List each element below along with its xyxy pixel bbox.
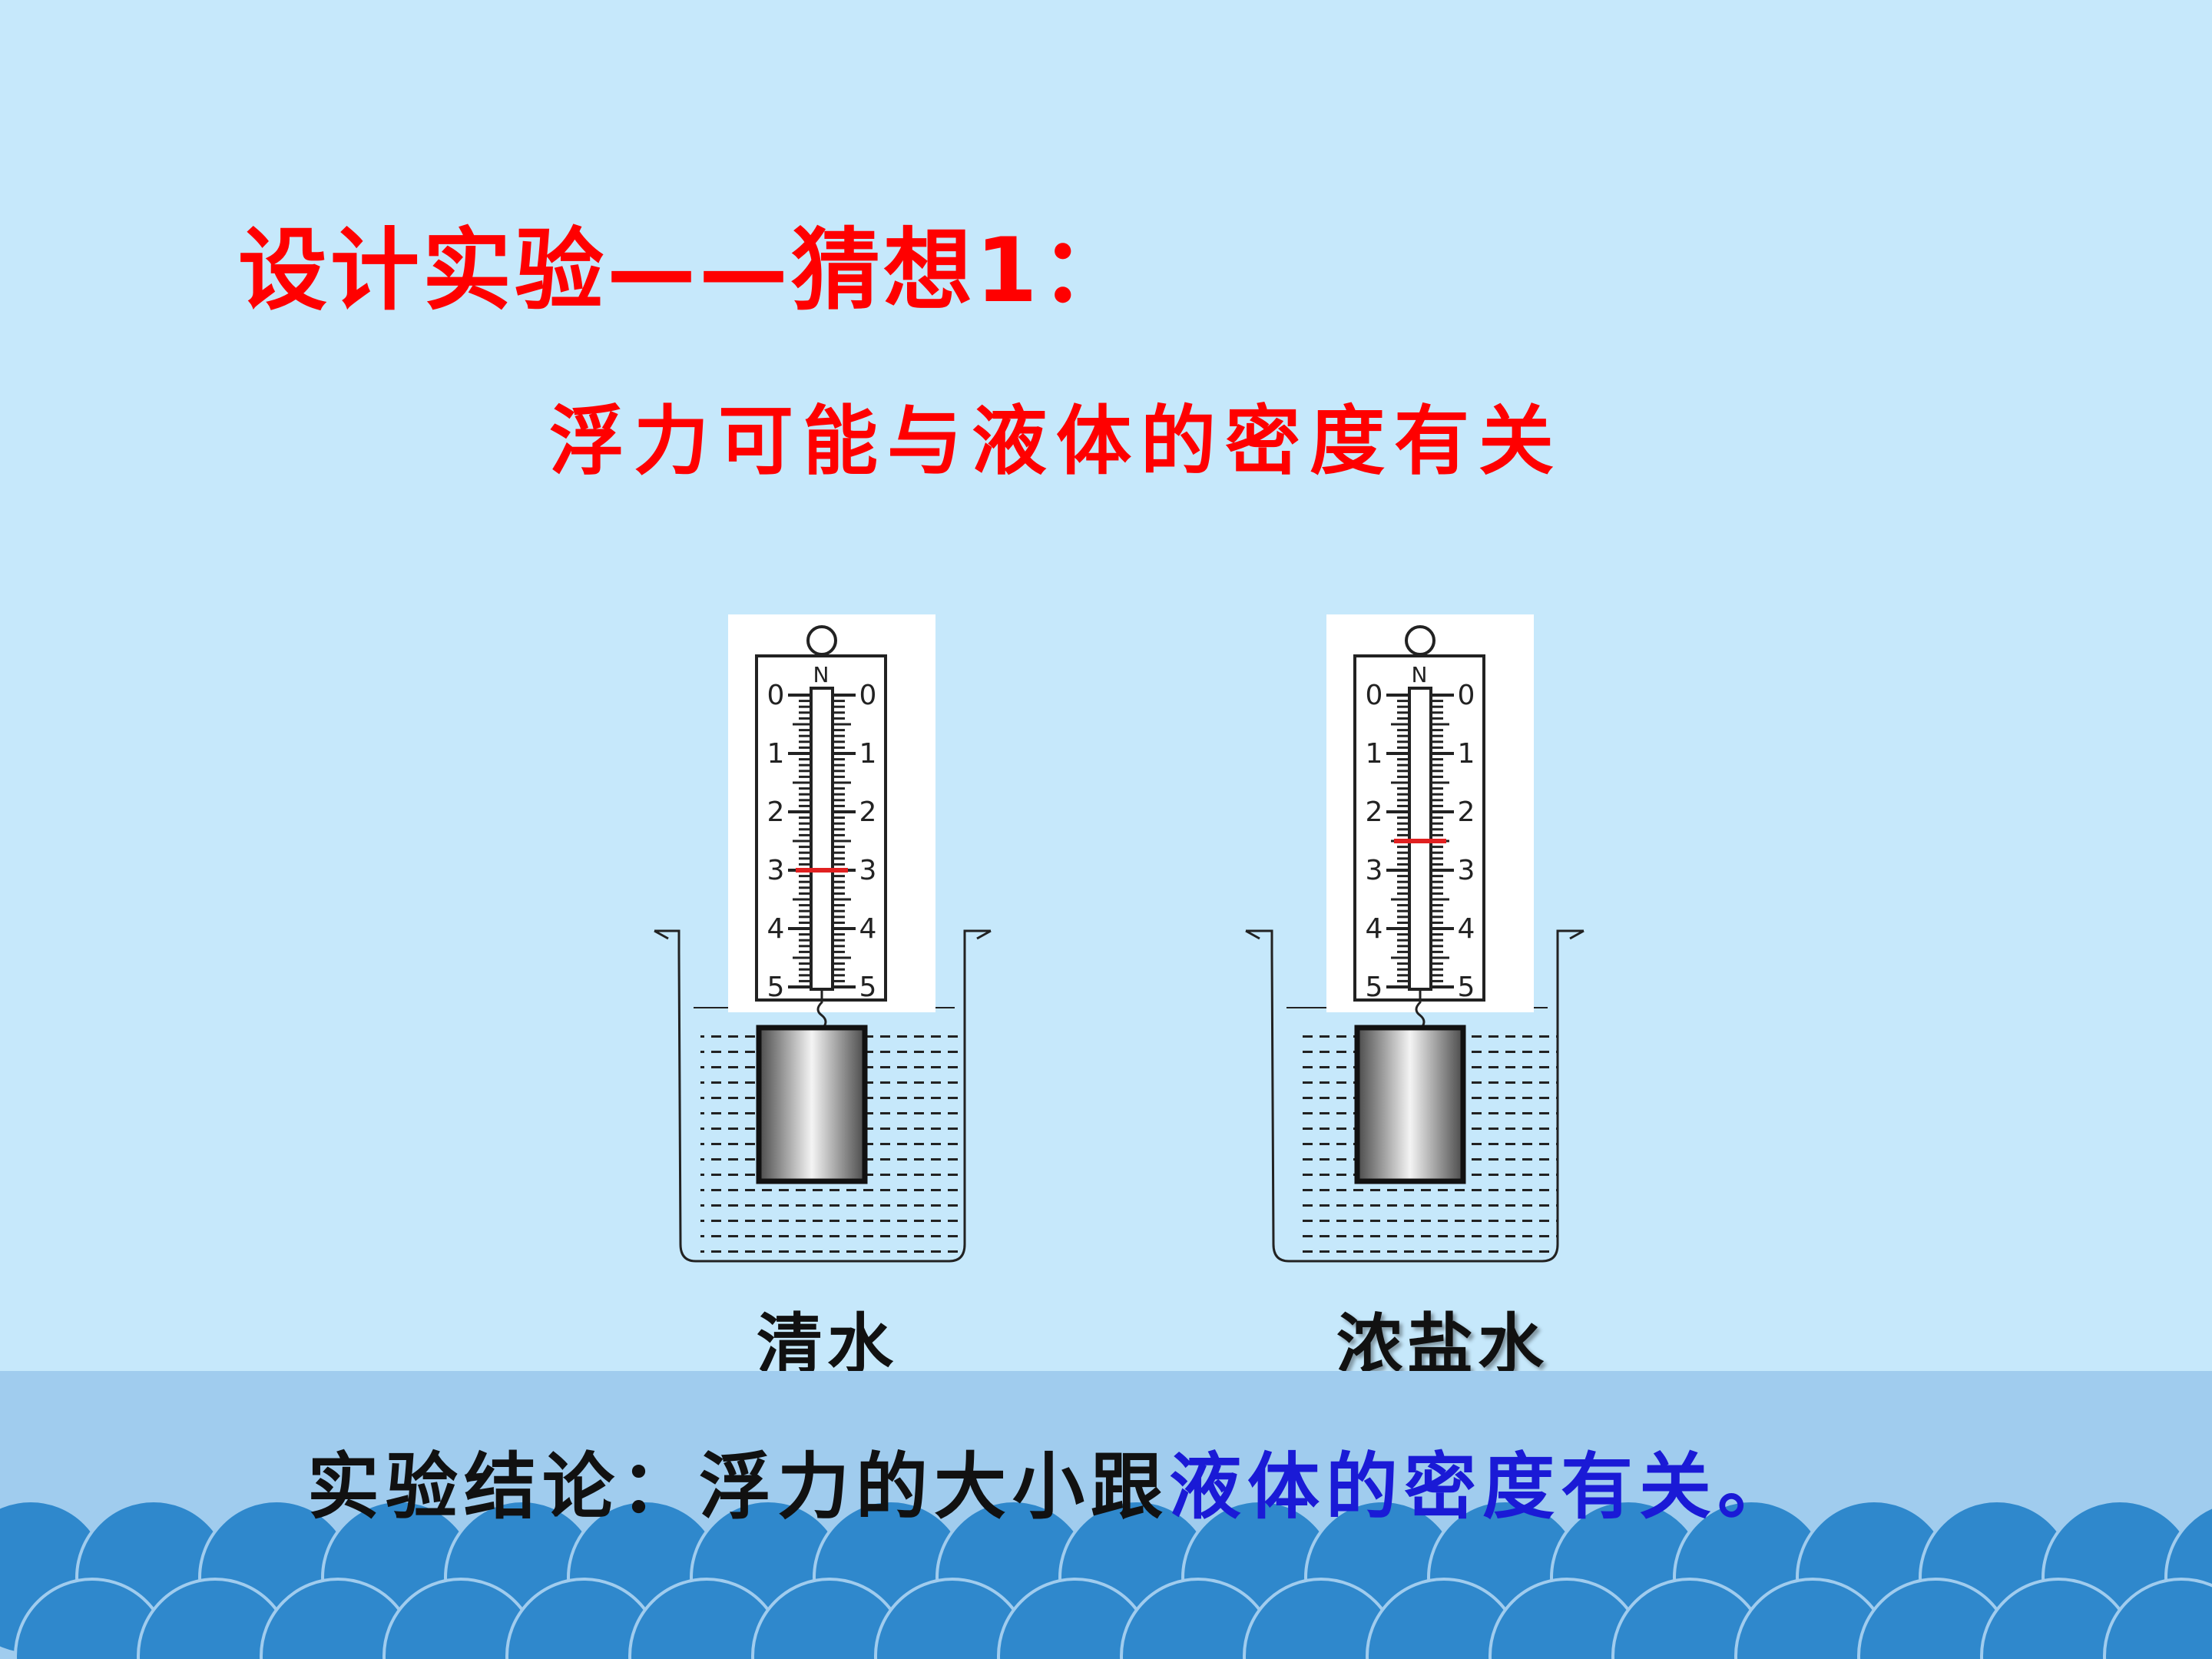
label-clear-water: 清水 xyxy=(757,1306,898,1383)
left-scale-number: 2 xyxy=(767,796,785,828)
right-scale-number: 0 xyxy=(1366,680,1383,711)
experiment-diagram: N 0 0 1 1 2 2 3 3 4 4 5 5 xyxy=(654,614,1584,1263)
right-scale-number: 4 xyxy=(1366,913,1383,945)
slide-title: 设计实验——猜想1： xyxy=(238,219,1133,323)
right-unit-label: N xyxy=(1412,662,1428,687)
conclusion-highlight: 液体的密度有关。 xyxy=(1169,1445,1796,1529)
wave-scallop xyxy=(2103,1578,2212,1659)
left-scale-number: 3 xyxy=(767,855,785,886)
left-spring-scale: N 0 0 1 1 2 2 3 3 4 4 5 5 xyxy=(728,614,935,1031)
right-scale-number: 4 xyxy=(1458,913,1475,945)
left-scale-number: 0 xyxy=(859,680,877,711)
right-scale-number: 3 xyxy=(1366,855,1383,886)
right-metal-block xyxy=(1354,1025,1466,1184)
left-scale-pointer xyxy=(796,868,848,873)
left-scale-number: 3 xyxy=(859,855,877,886)
hypothesis-text: 浮力可能与液体的密度有关 xyxy=(549,398,1564,485)
left-scale-number: 2 xyxy=(859,796,877,828)
left-scale-number: 5 xyxy=(767,972,785,1003)
right-scale-number: 2 xyxy=(1366,796,1383,828)
right-scale-number: 0 xyxy=(1458,680,1475,711)
label-salt-water: 浓盐水 xyxy=(1336,1306,1548,1383)
left-scale-number: 4 xyxy=(767,913,785,945)
left-metal-block xyxy=(756,1025,868,1184)
right-scale-number: 2 xyxy=(1458,796,1475,828)
left-scale-number: 1 xyxy=(767,738,785,770)
right-scale-pointer xyxy=(1394,839,1446,843)
right-scale-number: 1 xyxy=(1458,738,1475,770)
left-apparatus: N 0 0 1 1 2 2 3 3 4 4 5 5 xyxy=(654,614,992,1263)
right-spring-scale: N 0 0 1 1 2 2 3 3 4 4 5 5 xyxy=(1326,614,1534,1031)
right-apparatus: N 0 0 1 1 2 2 3 3 4 4 5 5 xyxy=(1245,614,1584,1263)
conclusion-text: 实验结论：浮力的大小跟液体的密度有关。 xyxy=(307,1429,1796,1533)
left-scale-number: 1 xyxy=(859,738,877,770)
right-scale-number: 1 xyxy=(1366,738,1383,770)
right-scale-number: 5 xyxy=(1458,972,1475,1003)
right-scale-number: 5 xyxy=(1366,972,1383,1003)
left-scale-number: 0 xyxy=(767,680,785,711)
left-unit-label: N xyxy=(813,662,830,687)
conclusion-prefix: 实验结论：浮力的大小跟 xyxy=(307,1445,1170,1529)
left-scale-number: 4 xyxy=(859,913,877,945)
right-scale-number: 3 xyxy=(1458,855,1475,886)
wave-decoration xyxy=(0,1499,2212,1659)
left-scale-number: 5 xyxy=(859,972,877,1003)
